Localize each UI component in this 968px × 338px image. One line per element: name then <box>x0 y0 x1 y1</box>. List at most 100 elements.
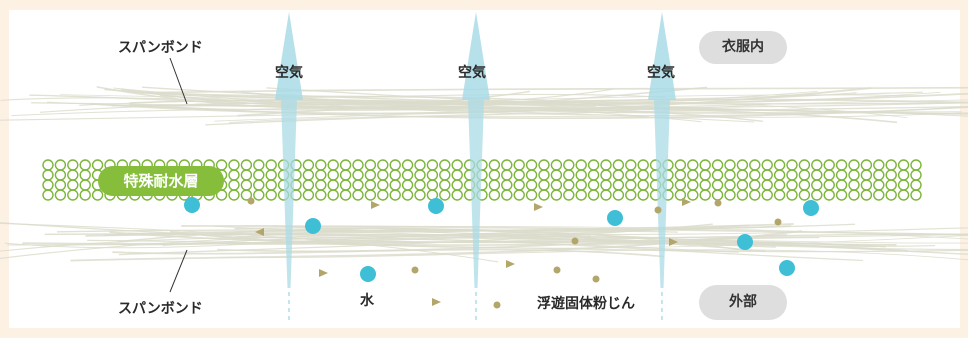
layer-ring <box>910 179 922 191</box>
layer-ring <box>711 189 724 201</box>
air-label-2: 空気 <box>458 65 486 81</box>
layer-ring <box>873 159 885 171</box>
layer-ring <box>426 169 439 181</box>
layer-ring <box>587 189 600 201</box>
layer-ring <box>860 169 873 181</box>
layer-ring <box>315 169 327 181</box>
air-arrow-dash <box>661 308 663 312</box>
layer-ring <box>414 179 426 191</box>
layer-ring <box>637 189 649 201</box>
layer-ring <box>389 179 401 191</box>
layer-ring <box>637 179 649 191</box>
layer-ring <box>724 179 736 191</box>
layer-ring <box>339 159 352 171</box>
layer-ring <box>798 189 811 201</box>
layer-ring <box>364 179 377 191</box>
spunbond-top-fibers <box>0 86 968 126</box>
fiber-strand <box>104 88 610 106</box>
layer-ring <box>253 189 265 201</box>
layer-ring <box>525 179 538 191</box>
layer-ring <box>513 179 525 191</box>
layer-ring <box>54 189 67 201</box>
layer-ring <box>848 169 860 181</box>
layer-ring <box>439 169 451 181</box>
layer-ring <box>563 169 575 181</box>
layer-ring <box>42 189 54 201</box>
layer-ring <box>426 179 439 191</box>
air-arrow-shaft <box>468 100 484 288</box>
dust-particle-icon <box>682 198 691 206</box>
layer-ring <box>488 169 501 181</box>
layer-ring <box>835 159 848 171</box>
outside-pill: 外部 <box>699 285 787 320</box>
layer-ring <box>773 189 786 201</box>
layer-ring <box>54 179 67 191</box>
layer-ring <box>823 169 835 181</box>
layer-ring <box>240 179 253 191</box>
layer-ring <box>79 159 91 171</box>
fiber-strand <box>60 94 968 115</box>
layer-ring <box>885 189 897 201</box>
layer-ring <box>885 159 897 171</box>
layer-ring <box>600 159 612 171</box>
layer-ring <box>600 189 612 201</box>
layer-ring <box>575 159 587 171</box>
layer-ring <box>910 169 922 181</box>
layer-ring <box>724 169 736 181</box>
layer-ring <box>42 169 54 181</box>
air-arrow-head-icon <box>648 12 676 100</box>
layer-ring <box>501 179 513 191</box>
layer-ring <box>749 189 761 201</box>
layer-ring <box>377 159 389 171</box>
air-arrow-shaft <box>654 100 670 288</box>
layer-ring <box>625 189 637 201</box>
layer-ring <box>513 169 525 181</box>
layer-ring <box>736 159 749 171</box>
spunbond-top-label: スパンボンド <box>118 40 203 56</box>
layer-ring <box>563 189 575 201</box>
layer-ring <box>265 179 277 191</box>
fiber-strand <box>11 108 755 123</box>
layer-ring <box>228 169 240 181</box>
layer-ring <box>612 179 625 191</box>
layer-ring <box>674 179 687 191</box>
layer-ring <box>835 189 848 201</box>
layer-ring <box>240 169 253 181</box>
layer-ring <box>228 159 240 171</box>
layer-ring <box>426 159 439 171</box>
layer-ring <box>798 169 811 181</box>
layer-ring <box>265 189 277 201</box>
fiber-strand <box>273 225 968 236</box>
layer-ring <box>811 189 823 201</box>
fiber-strand <box>0 222 499 263</box>
air-arrow-dash <box>661 300 663 304</box>
layer-ring <box>587 159 600 171</box>
layer-ring <box>674 189 687 201</box>
layer-ring <box>401 179 414 191</box>
layer-ring <box>42 179 54 191</box>
layer-ring <box>575 169 587 181</box>
fiber-strand <box>70 230 803 262</box>
layer-ring <box>600 179 612 191</box>
layer-ring <box>79 169 91 181</box>
water-drop-icon <box>305 218 321 234</box>
layer-ring <box>563 179 575 191</box>
fiber-strand <box>0 236 739 253</box>
spunbond-bottom-label: スパンボンド <box>118 301 203 317</box>
air-label-1: 空気 <box>275 65 303 81</box>
layer-ring <box>860 179 873 191</box>
layer-ring <box>910 189 922 201</box>
layer-ring <box>228 179 240 191</box>
layer-ring <box>215 189 228 201</box>
layer-ring <box>364 159 377 171</box>
layer-ring <box>451 189 463 201</box>
layer-ring <box>451 159 463 171</box>
layer-ring <box>600 169 612 181</box>
layer-ring <box>711 179 724 191</box>
layer-ring <box>749 179 761 191</box>
layer-ring <box>699 159 711 171</box>
particle-label: 浮遊固体粉じん <box>537 296 635 312</box>
layer-ring <box>525 169 538 181</box>
layer-ring <box>414 169 426 181</box>
layer-ring <box>860 189 873 201</box>
